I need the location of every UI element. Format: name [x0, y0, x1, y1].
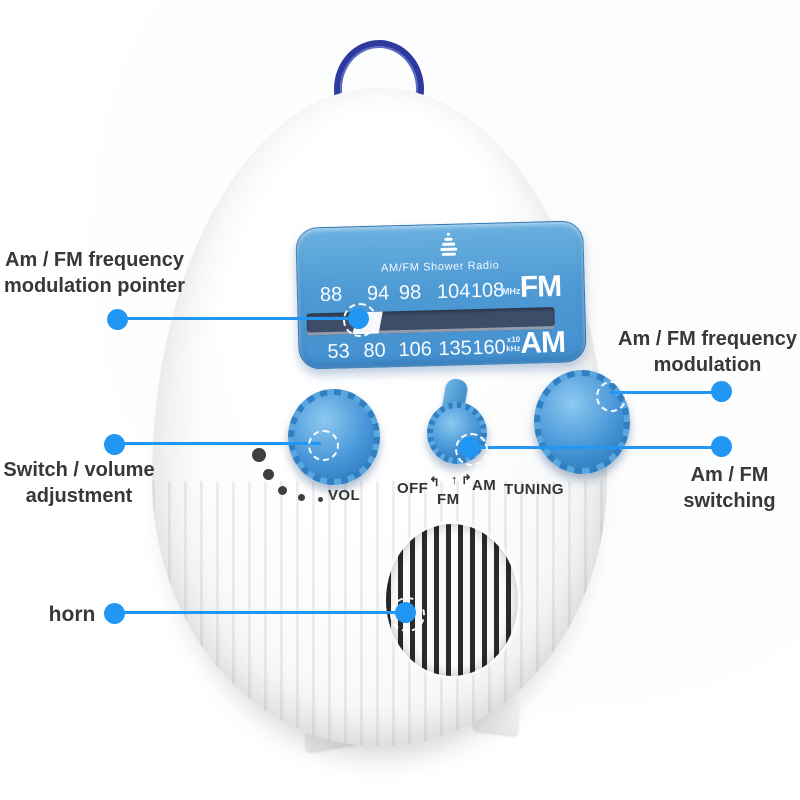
vol-label: VOL	[328, 487, 361, 504]
am-tick: 80	[363, 339, 386, 363]
callout-ring	[596, 381, 627, 412]
fm-tick: 104	[436, 280, 471, 304]
callout-dot	[107, 309, 128, 330]
volume-dot	[318, 497, 323, 502]
callout-dot	[104, 603, 125, 624]
callout-dot	[104, 434, 125, 455]
callout-line-modulation	[610, 391, 722, 394]
am-tick: 106	[398, 338, 433, 362]
dial-panel: AM/FM Shower Radio 88 94 98 104 108 MHz …	[295, 220, 587, 370]
fm-tick: 98	[398, 281, 422, 305]
volume-dot	[278, 486, 287, 495]
callout-dot	[711, 436, 732, 457]
label-horn: horn	[48, 603, 96, 626]
volume-dot	[263, 469, 274, 480]
am-tick: 53	[327, 340, 350, 363]
volume-dot	[298, 494, 305, 501]
off-marker-icon: ↰	[429, 474, 440, 489]
callout-line-pointer	[117, 317, 358, 320]
callout-ring	[343, 303, 377, 337]
volume-dot	[252, 448, 266, 462]
am-tick: 135	[438, 337, 473, 361]
callout-dot	[711, 381, 732, 402]
am-marker-icon: ↱	[461, 472, 472, 487]
callout-line-horn	[114, 611, 406, 614]
fm-unit: MHz	[501, 285, 521, 297]
water-drop-icon	[435, 230, 462, 264]
callout-line-volume	[115, 442, 321, 445]
callout-ring	[390, 597, 425, 632]
fm-tick: 88	[319, 283, 343, 307]
callout-ring	[455, 433, 488, 466]
am-band-label: AM	[519, 325, 566, 360]
tuning-label: TUNING	[504, 481, 564, 498]
am-label: AM	[472, 477, 497, 494]
fm-tick: 108	[470, 279, 505, 303]
fm-band-label: FM	[519, 269, 562, 304]
callout-ring	[308, 430, 339, 461]
off-label: OFF	[397, 480, 429, 497]
callout-line-switching	[470, 446, 722, 449]
fm-label: FM	[437, 491, 460, 508]
radio-body	[152, 88, 607, 746]
fm-marker-icon: ↑	[451, 472, 458, 487]
fm-tick: 94	[366, 282, 390, 305]
